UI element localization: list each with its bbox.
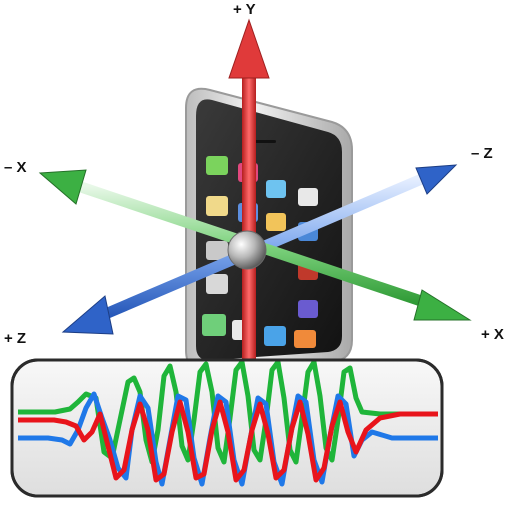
axis-label-x-negative: – X xyxy=(4,159,27,176)
axis-label-x-positive: + X xyxy=(481,326,504,343)
waveform-red xyxy=(18,399,438,483)
axis-label-y-positive: + Y xyxy=(233,1,256,18)
waveform-panel xyxy=(10,358,444,498)
y-axis-arrow xyxy=(228,18,270,372)
app-grid-icon xyxy=(202,156,318,348)
axis-label-z-positive: + Z xyxy=(4,330,26,347)
axis-origin-sphere-icon xyxy=(227,230,267,270)
axis-label-z-negative: – Z xyxy=(471,145,493,162)
